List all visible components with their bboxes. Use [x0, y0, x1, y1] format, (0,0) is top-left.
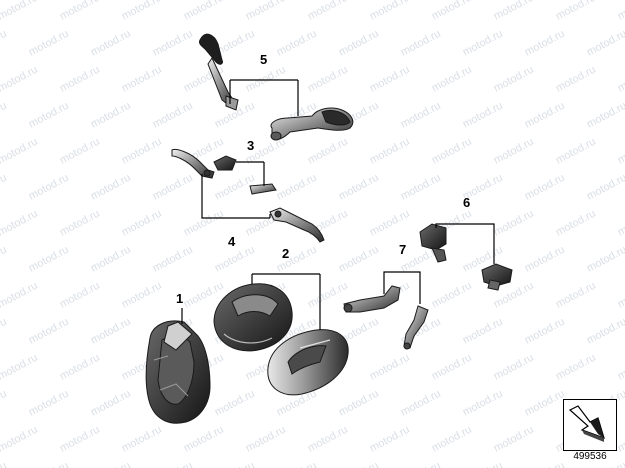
- callout-3: 3: [247, 138, 254, 153]
- leader-7: [383, 271, 421, 304]
- part-4-hand-lever-upper: [171, 149, 215, 179]
- part-5-shift-lever: [199, 33, 354, 141]
- watermark-text: motod.ru: [0, 460, 9, 468]
- part-1-engine-cover: [145, 320, 211, 424]
- part-7-linkage: [343, 285, 429, 350]
- callout-7: 7: [399, 242, 406, 257]
- part-2-cylinder-cover-upper: [213, 283, 293, 352]
- callout-2: 2: [282, 246, 289, 261]
- part-4-hand-lever-lower: [269, 207, 325, 243]
- callout-6: 6: [463, 195, 470, 210]
- leader-lines: [181, 79, 495, 330]
- part-2-cylinder-cover-lower: [267, 329, 349, 396]
- callout-5: 5: [260, 52, 267, 67]
- arrow-icon: [568, 405, 605, 442]
- part-3-lever-guard: [213, 155, 277, 195]
- reference-box: [563, 399, 617, 451]
- callout-4: 4: [228, 234, 236, 249]
- callout-1: 1: [176, 291, 183, 306]
- watermark-text: motod.ru: [616, 0, 625, 23]
- leader-5: [229, 79, 299, 116]
- leader-6: [435, 223, 495, 264]
- leader-3: [236, 161, 265, 186]
- part-6-footpeg-bracket: [419, 223, 513, 291]
- leader-2: [251, 273, 321, 330]
- leader-4: [201, 174, 271, 219]
- diagram-number: 499536: [573, 451, 607, 462]
